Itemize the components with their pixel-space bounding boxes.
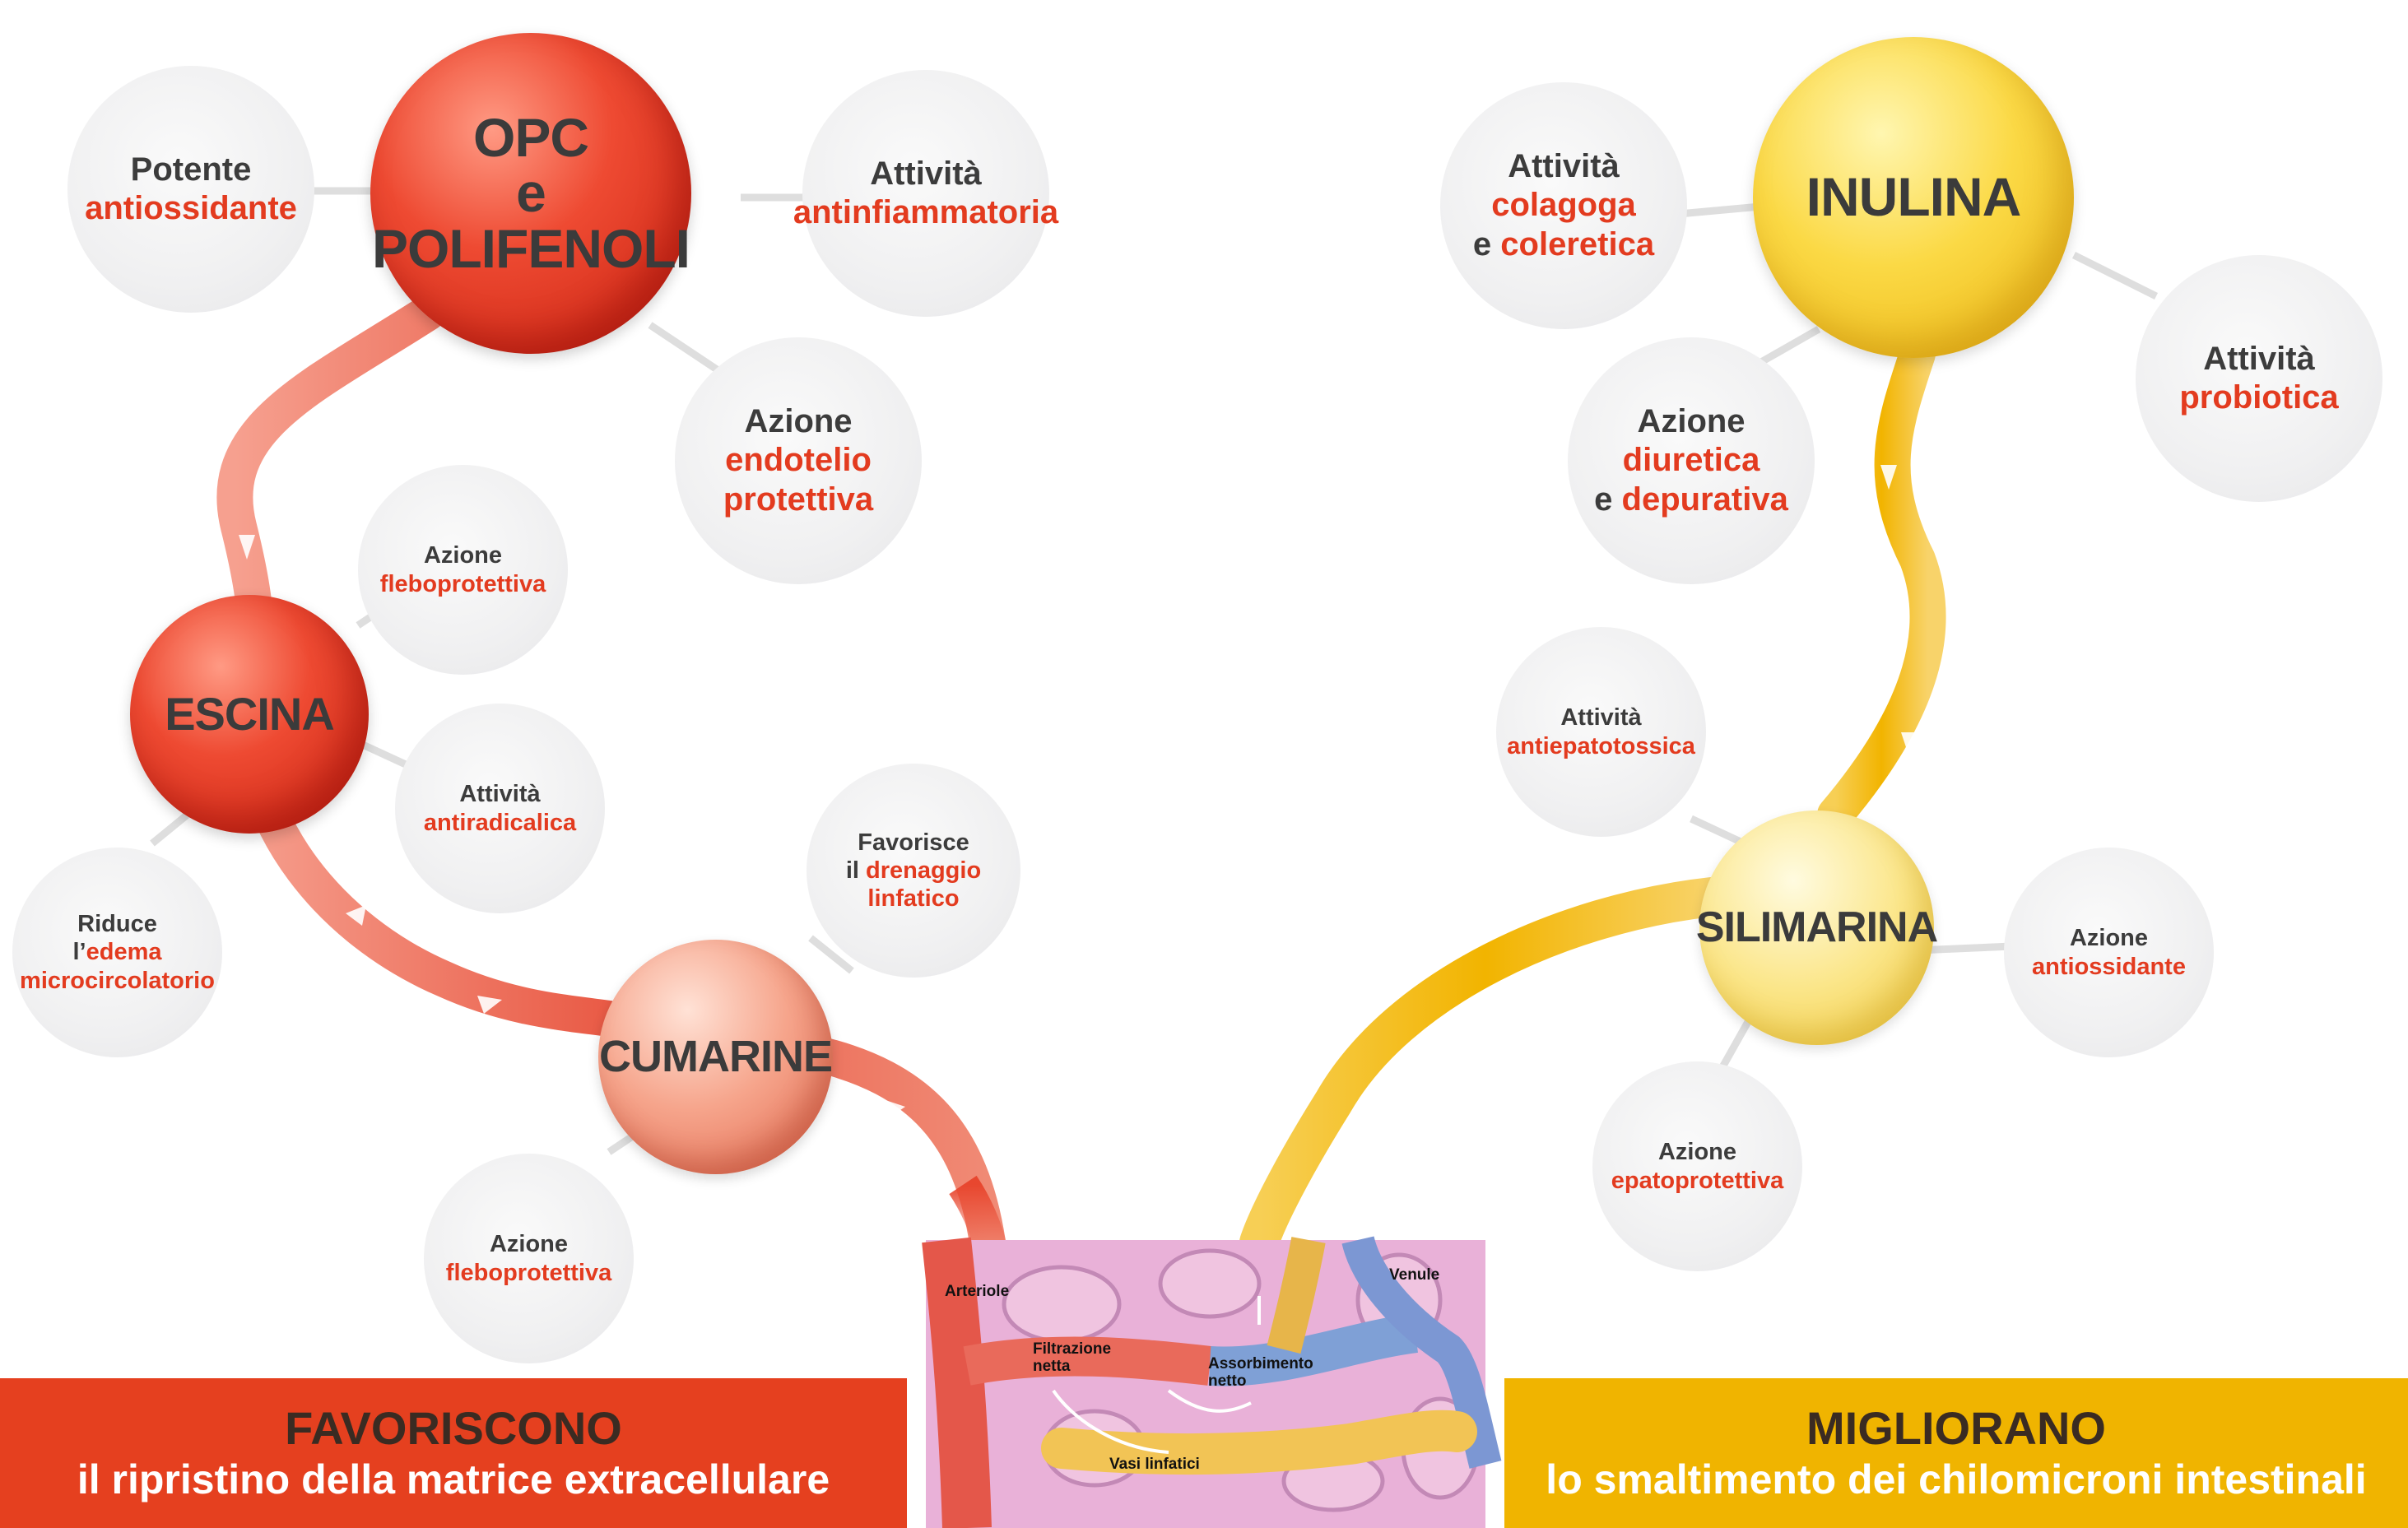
bubble-line: antiossidante (85, 190, 297, 226)
bubble-antinfiammatoria: Attività antinfiammatoria (793, 70, 1058, 317)
bubble-line: linfatico (867, 885, 960, 913)
bubble-line: Azione (2069, 925, 2149, 952)
arteriole-label: Arteriole (945, 1283, 1010, 1300)
bubble-colagoga-coleretica: Attività colagoga e coleretica (1440, 82, 1687, 329)
escina-label: ESCINA (165, 687, 335, 740)
bubble-line: coleretica (1500, 225, 1655, 262)
bubble-potente-antiossidante: Potente antiossidante (67, 66, 314, 313)
banner-title: FAVORISCONO (285, 1401, 622, 1454)
bubble-line: Attività (1560, 704, 1642, 731)
bubble-line: Attività (2203, 340, 2315, 377)
bubble-line: fleboprotettiva (379, 570, 546, 597)
bubble-line: antiepatotossica (1507, 732, 1695, 759)
venule-label: Venule (1389, 1266, 1440, 1284)
gray-connectors (150, 187, 2159, 1155)
bubble-line: diuretica (1622, 442, 1760, 479)
bubble-antiossidante: Azione antiossidante (2004, 848, 2214, 1057)
bubble-line: drenaggio (866, 857, 982, 884)
filtrazione-label: Filtrazione netta (1033, 1340, 1112, 1375)
bubble-line: epatoprotettiva (1611, 1167, 1784, 1194)
banner-favoriscono: FAVORISCONO il ripristino della matrice … (0, 1378, 907, 1528)
inulina-sphere: INULINA (1753, 37, 2074, 358)
bubble-endotelio-protettiva: Azione endotelio protettiva (675, 337, 922, 584)
bubble-line: Potente (130, 151, 252, 188)
bubble-line: Azione (1637, 403, 1746, 440)
bubble-line: Attività (1508, 148, 1620, 185)
banner-subtitle: lo smaltimento dei chilomicroni intestin… (1546, 1456, 2367, 1503)
bubble-line: edema (86, 939, 162, 966)
bubble-drenaggio-linfatico: Favorisce il drenaggio linfatico (807, 764, 1020, 978)
bubble-line: Attività (459, 781, 541, 808)
bubble-line: microcircolatorio (20, 967, 215, 994)
yellow-flow-path (1817, 336, 1946, 833)
bubble-line: antinfiammatoria (793, 194, 1059, 230)
bubble-line: Favorisce (858, 829, 969, 856)
bubble-line: l’ (72, 939, 86, 966)
opc-line1: OPC (472, 107, 589, 169)
escina-sphere: ESCINA (130, 595, 369, 834)
silimarina-label: SILIMARINA (1695, 903, 1938, 951)
bubble-line: Attività (870, 155, 982, 192)
opc-polifenoli-sphere: OPC e POLIFENOLI (370, 33, 691, 354)
opc-line3: POLIFENOLI (372, 217, 690, 279)
bubble-line: il (845, 857, 866, 884)
bubble-line: endotelio (725, 442, 872, 479)
bubble-line: colagoga (1491, 187, 1636, 224)
bubble-probiotica: Attività probiotica (2136, 255, 2382, 502)
bubble-antiepatotossica: Attività antiepatotossica (1496, 627, 1706, 837)
cumarine-label: CUMARINE (599, 1031, 833, 1081)
bubble-fleboprotettiva-1: Azione fleboprotettiva (358, 465, 568, 675)
bubble-line: Azione (744, 403, 853, 440)
bubble-line: e (1472, 225, 1501, 262)
flow-arrows (239, 350, 1918, 1119)
bubble-antiradicalica: Attività antiradicalica (395, 704, 605, 913)
banner-title: MIGLIORANO (1806, 1401, 2106, 1454)
bubble-line: Azione (1657, 1139, 1737, 1166)
vasi-linfatici-label: Vasi linfatici (1109, 1456, 1200, 1473)
assorbimento-label: Assorbimento netto (1208, 1355, 1313, 1390)
banner-migliorano: MIGLIORANO lo smaltimento dei chilomicro… (1504, 1378, 2408, 1528)
cumarine-sphere: CUMARINE (598, 940, 833, 1174)
silimarina-sphere: SILIMARINA (1695, 810, 1938, 1045)
opc-line2: e (516, 162, 546, 224)
bubble-fleboprotettiva-2: Azione fleboprotettiva (424, 1154, 634, 1363)
bubble-epatoprotettiva: Azione epatoprotettiva (1592, 1061, 1802, 1271)
bubble-line: Riduce (77, 911, 157, 938)
bubble-line: antiossidante (2032, 953, 2186, 980)
bubble-line: protettiva (723, 481, 874, 518)
bubble-line: Azione (489, 1231, 569, 1258)
bubble-line: depurativa (1621, 481, 1788, 518)
bubble-line: fleboprotettiva (445, 1259, 612, 1286)
bubble-line: Azione (423, 542, 503, 569)
bubble-diuretica-depurativa: Azione diuretica e depurativa (1568, 337, 1815, 584)
bubble-line: probiotica (2179, 379, 2339, 416)
bubble-line: antiradicalica (423, 809, 577, 836)
microcirculation-illustration (922, 1235, 1502, 1528)
bubble-line: e (1594, 481, 1622, 518)
inulina-label: INULINA (1806, 166, 2022, 228)
bubble-edema-microcircolatorio: Riduce l’edema microcircolatorio (12, 848, 222, 1057)
banner-subtitle: il ripristino della matrice extracellula… (77, 1456, 830, 1503)
